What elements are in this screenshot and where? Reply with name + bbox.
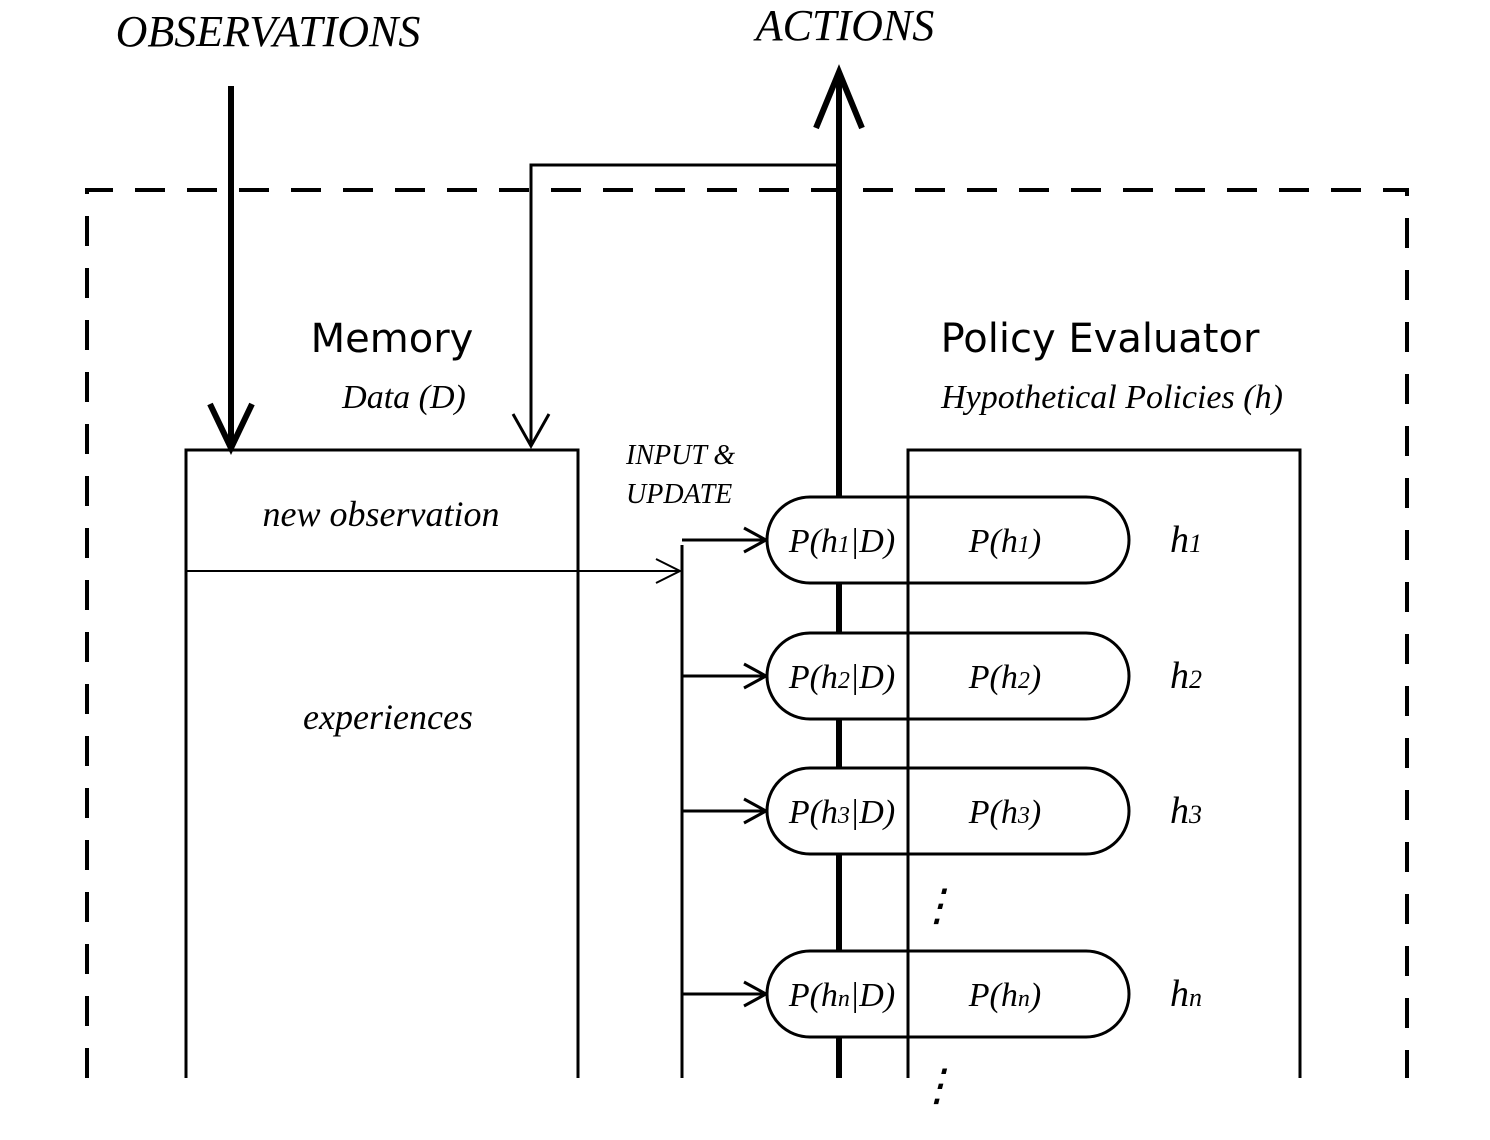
agent-boundary — [85, 188, 1409, 1078]
prior-label: P(h3) — [968, 794, 1041, 831]
actions-label: ACTIONS — [753, 1, 934, 50]
policy-evaluator-box — [906, 448, 1302, 1078]
experiences-label: experiences — [303, 697, 473, 737]
memory-title: Memory — [311, 316, 474, 362]
posterior-label: P(h1|D) — [788, 523, 895, 560]
hypothesis-pill — [765, 766, 1131, 856]
memory-box — [184, 448, 580, 1078]
observations-arrow — [207, 86, 255, 455]
new-observation-label: new observation — [263, 494, 500, 534]
hypothesis-name: hn — [1170, 973, 1202, 1015]
memory-to-update-arrow — [578, 558, 683, 584]
hypothesis-name: h2 — [1170, 655, 1202, 697]
hypothesis-pill — [765, 495, 1131, 585]
observations-label: OBSERVATIONS — [116, 7, 421, 56]
update-arrow — [682, 526, 770, 554]
update-arrow — [682, 662, 770, 690]
action-feedback-arrow — [511, 163, 839, 450]
posterior-label: P(h3|D) — [788, 794, 895, 831]
prior-label: P(hn) — [968, 977, 1041, 1014]
input-update-label: INPUT & UPDATE — [625, 440, 742, 510]
hypothesis-pill — [765, 631, 1131, 721]
ellipsis-bottom: ⋮ — [915, 1060, 959, 1111]
hypothesis-row: P(h2|D) P(h2) h2 — [682, 631, 1202, 721]
hypothesis-row: P(hn|D) P(hn) hn — [682, 949, 1202, 1039]
update-arrow — [682, 797, 770, 825]
update-arrow — [682, 980, 770, 1008]
hypothesis-name: h3 — [1170, 790, 1202, 832]
posterior-label: P(h2|D) — [788, 659, 895, 696]
posterior-label: P(hn|D) — [788, 977, 895, 1014]
hypothesis-row: P(h1|D) P(h1) h1 — [682, 495, 1202, 585]
ellipsis-middle: ⋮ — [915, 880, 959, 931]
prior-label: P(h2) — [968, 659, 1041, 696]
prior-label: P(h1) — [968, 523, 1041, 560]
memory-subtitle: Data (D) — [341, 379, 466, 416]
policy-evaluator-subtitle: Hypothetical Policies (h) — [940, 379, 1283, 416]
policy-evaluator-title: Policy Evaluator — [941, 316, 1260, 362]
hypothesis-row: P(h3|D) P(h3) h3 — [682, 766, 1202, 856]
hypothesis-name: h1 — [1170, 519, 1202, 561]
hypothesis-pill — [765, 949, 1131, 1039]
